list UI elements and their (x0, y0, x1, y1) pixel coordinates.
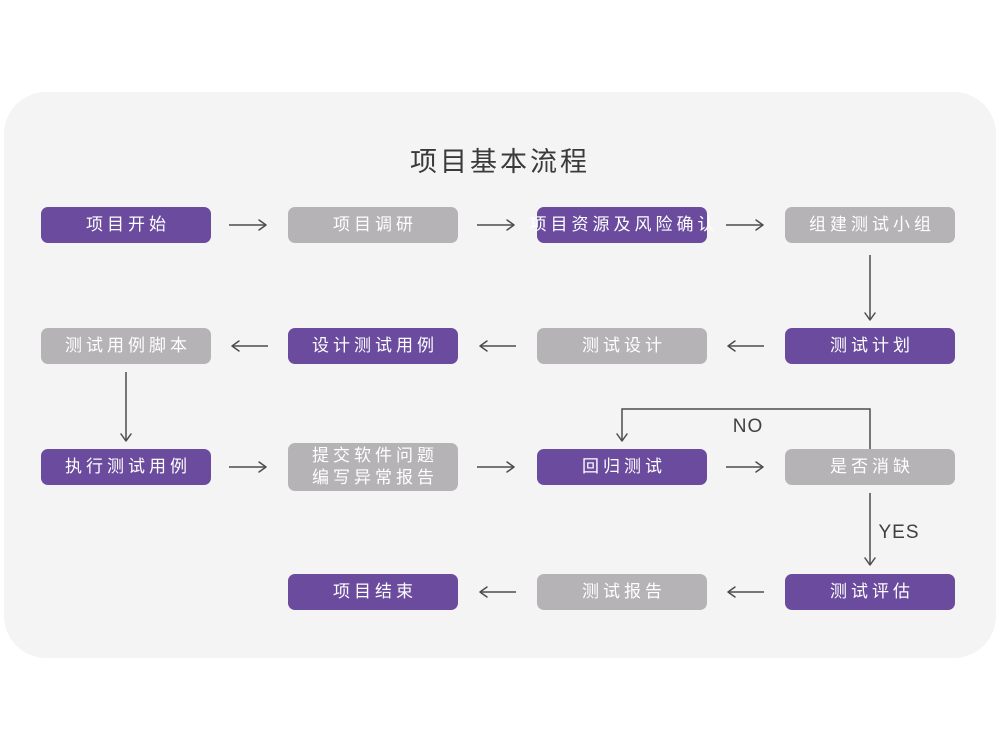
edge-label-no: NO (733, 416, 764, 437)
flow-node-submit-issue-report: 提交软件问题编写异常报告 (288, 443, 458, 491)
flow-node-label: 执行测试用例 (65, 457, 191, 476)
flow-node-build-test-team: 组建测试小组 (785, 207, 955, 243)
flow-node-label: 回归测试 (582, 457, 666, 476)
flow-node-label: 设计测试用例 (312, 336, 438, 355)
flow-node-label: 项目开始 (86, 215, 170, 234)
flow-node-project-research: 项目调研 (288, 207, 458, 243)
flow-node-test-case-script: 测试用例脚本 (41, 328, 211, 364)
flow-node-label: 测试设计 (582, 336, 666, 355)
flow-node-label: 项目调研 (333, 215, 417, 234)
flow-node-label: 提交软件问题 (312, 446, 438, 465)
flow-node-defect-cleared: 是否消缺 (785, 449, 955, 485)
flow-node-test-plan: 测试计划 (785, 328, 955, 364)
flow-node-test-design: 测试设计 (537, 328, 707, 364)
flow-node-project-end: 项目结束 (288, 574, 458, 610)
flow-node-label: 是否消缺 (830, 457, 914, 476)
flow-node-resource-risk: 项目资源及风险确认 (530, 207, 715, 243)
flow-node-design-test-case: 设计测试用例 (288, 328, 458, 364)
flowchart-card (4, 92, 996, 658)
flow-edge-defect-cleared-no-loop-to-regression (616, 408, 871, 449)
flow-node-label: 测试用例脚本 (65, 336, 191, 355)
flow-node-label: 测试计划 (830, 336, 914, 355)
flow-node-label: 组建测试小组 (809, 215, 935, 234)
flow-node-label: 项目资源及风险确认 (529, 215, 719, 234)
flow-node-label: 项目结束 (333, 582, 417, 601)
page-title: 项目基本流程 (410, 147, 590, 177)
flow-node-label: 编写异常报告 (312, 468, 438, 487)
flow-node-label: 测试报告 (582, 582, 666, 601)
flow-node-test-report: 测试报告 (537, 574, 707, 610)
edge-label-yes: YES (878, 522, 919, 543)
flow-node-execute-test-case: 执行测试用例 (41, 449, 211, 485)
flow-node-label: 测试评估 (830, 582, 914, 601)
flow-node-project-start: 项目开始 (41, 207, 211, 243)
flow-node-regression-test: 回归测试 (537, 449, 707, 485)
flow-node-test-evaluation: 测试评估 (785, 574, 955, 610)
